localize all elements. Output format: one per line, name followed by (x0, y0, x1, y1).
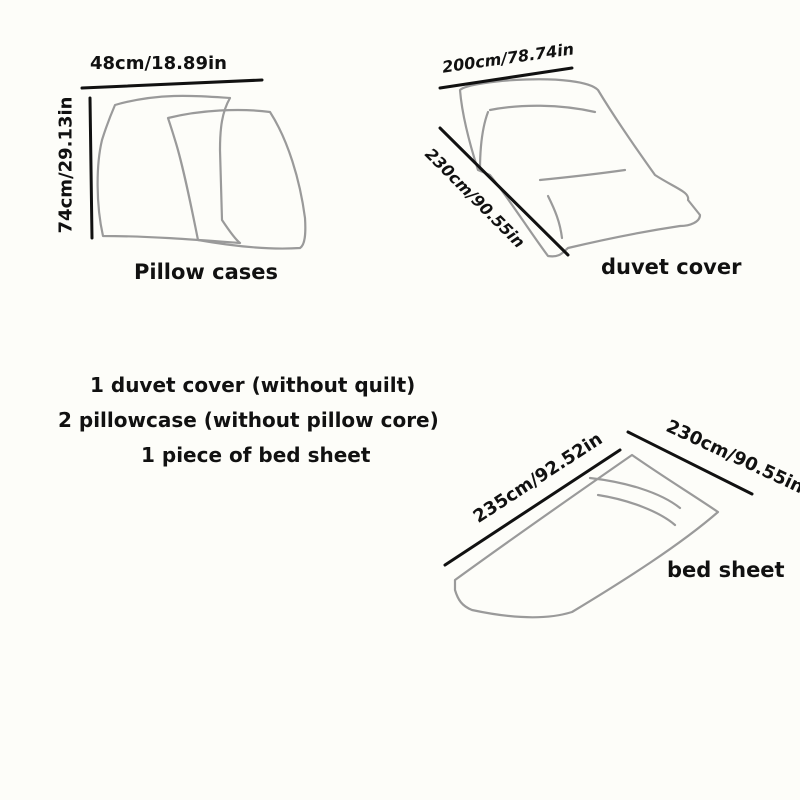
contents-line-1: 1 duvet cover (without quilt) (90, 373, 416, 397)
contents-line-3: 1 piece of bed sheet (141, 443, 371, 467)
duvet-cover-label: duvet cover (601, 255, 742, 279)
bed-sheet-label: bed sheet (667, 558, 785, 582)
duvet-length-dimension-line (438, 126, 570, 257)
pillow-back-illustration (96, 94, 242, 245)
pillow-height-dimension: 74cm/29.13in (55, 96, 77, 234)
contents-line-2: 2 pillowcase (without pillow core) (58, 408, 439, 432)
sheet-width-dimension-line (626, 430, 754, 496)
bed-sheet-illustration (453, 453, 720, 619)
duvet-width-dimension-line (438, 66, 574, 90)
pillow-cases-label: Pillow cases (134, 260, 278, 284)
pillow-height-dimension-line (88, 96, 94, 240)
pillow-width-dimension-line (80, 78, 264, 90)
pillow-width-dimension: 48cm/18.89in (90, 53, 227, 74)
pillow-front-illustration (166, 108, 307, 250)
sheet-length-dimension-line (443, 448, 622, 567)
